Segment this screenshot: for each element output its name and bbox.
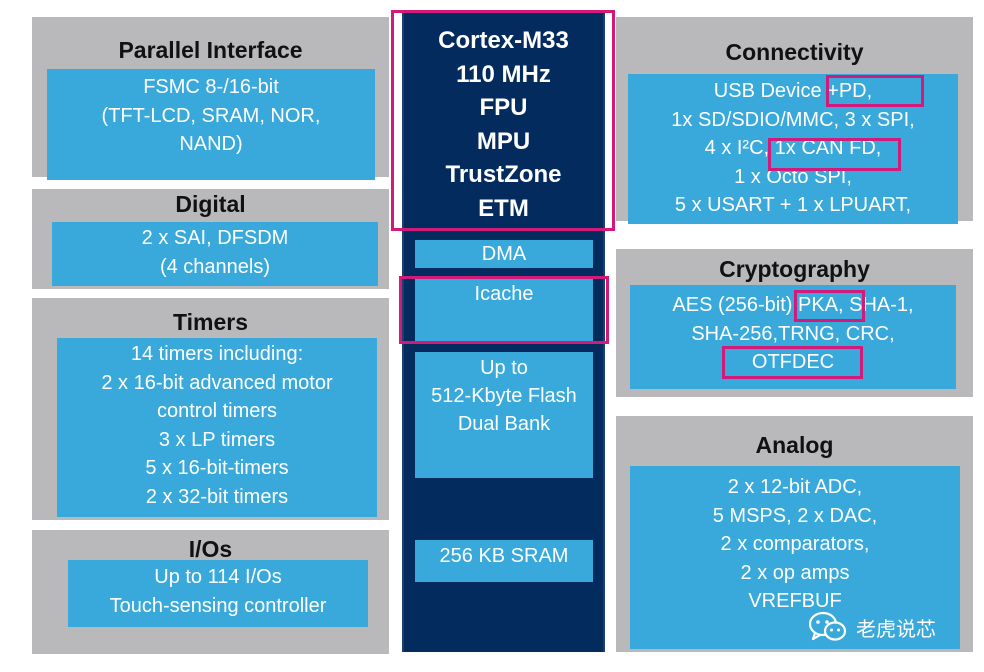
- flash-line: 512-Kbyte Flash: [431, 385, 577, 407]
- analog-block: 2 x 12-bit ADC, 5 MSPS, 2 x DAC, 2 x com…: [630, 466, 960, 649]
- parallel-interface-block: FSMC 8-/16-bit (TFT-LCD, SRAM, NOR, NAND…: [47, 69, 375, 180]
- dma-block: DMA: [415, 240, 593, 268]
- timers-line: 2 x 16-bit advanced motor: [101, 371, 333, 394]
- cryptography-line: SHA-256,TRNG, CRC,: [691, 322, 895, 345]
- wechat-watermark: 老虎说芯: [808, 610, 936, 644]
- highlight-core-box: [391, 10, 615, 231]
- highlight-can-fd-box: [768, 138, 901, 171]
- ios-line: Up to 114 I/Os: [154, 566, 282, 588]
- connectivity-line: 5 x USART + 1 x LPUART,: [674, 194, 912, 216]
- cryptography-block: AES (256-bit) PKA, SHA-1, SHA-256,TRNG, …: [630, 285, 956, 389]
- cryptography-line: OTFDEC: [751, 351, 835, 373]
- ios-block: Up to 114 I/Os Touch-sensing controller: [68, 560, 368, 627]
- icache-block: Icache: [415, 278, 593, 344]
- parallel-interface-title: Parallel Interface: [118, 37, 303, 63]
- highlight-usb-pd-box: [826, 75, 924, 107]
- connectivity-panel: Connectivity USB Device +PD, 1x SD/SDIO/…: [616, 17, 973, 224]
- digital-block: 2 x SAI, DFSDM (4 channels): [52, 222, 378, 286]
- cortex-core-specs: Cortex-M33 110 MHz FPU MPU TrustZone ETM: [404, 24, 603, 225]
- cryptography-title: Cryptography: [719, 256, 870, 282]
- core-spec-cpu: Cortex-M33: [438, 27, 569, 54]
- core-spec-trustzone: TrustZone: [445, 161, 562, 188]
- timers-line: 5 x 16-bit-timers: [145, 457, 289, 479]
- analog-line: 2 x 12-bit ADC,: [727, 476, 863, 498]
- connectivity-line: 1 x Octo SPI,: [734, 165, 852, 188]
- wechat-account-name: 老虎说芯: [856, 618, 936, 641]
- ios-panel: I/Os Up to 114 I/Os Touch-sensing contro…: [32, 530, 389, 654]
- digital-line: (4 channels): [159, 255, 271, 278]
- timers-block: 14 timers including: 2 x 16-bit advanced…: [57, 338, 377, 517]
- parallel-interface-line: FSMC 8-/16-bit: [143, 76, 279, 98]
- timers-line: 14 timers including:: [130, 343, 304, 365]
- parallel-interface-panel: Parallel Interface FSMC 8-/16-bit (TFT-L…: [32, 17, 389, 180]
- timers-line: 3 x LP timers: [158, 428, 276, 451]
- connectivity-title: Connectivity: [725, 39, 864, 65]
- flash-line: Up to: [480, 357, 528, 379]
- parallel-interface-line: (TFT-LCD, SRAM, NOR,: [101, 104, 321, 127]
- parallel-interface-line: NAND): [179, 133, 243, 155]
- analog-line: 2 x comparators,: [720, 533, 870, 555]
- timers-panel: Timers 14 timers including: 2 x 16-bit a…: [32, 298, 389, 520]
- ios-line: Touch-sensing controller: [109, 594, 327, 617]
- core-spec-etm: ETM: [478, 194, 529, 222]
- sram-block: 256 KB SRAM: [415, 540, 593, 582]
- analog-panel: Analog 2 x 12-bit ADC, 5 MSPS, 2 x DAC, …: [616, 416, 973, 652]
- analog-line: 5 MSPS, 2 x DAC,: [712, 504, 878, 527]
- connectivity-line: USB Device +PD,: [713, 80, 873, 102]
- connectivity-block: USB Device +PD, 1x SD/SDIO/MMC, 3 x SPI,…: [628, 74, 958, 224]
- timers-title: Timers: [172, 309, 248, 335]
- core-spec-mpu: MPU: [476, 127, 531, 155]
- analog-title: Analog: [755, 432, 834, 458]
- wechat-icon: [808, 610, 848, 644]
- cryptography-panel: Cryptography AES (256-bit) PKA, SHA-1, S…: [616, 249, 973, 397]
- highlight-icache-box: [399, 276, 609, 344]
- analog-line: VREFBUF: [748, 590, 842, 612]
- flash-block: Up to 512-Kbyte Flash Dual Bank: [415, 352, 593, 478]
- core-spec-frequency: 110 MHz: [456, 60, 551, 88]
- cryptography-line: AES (256-bit) PKA, SHA-1,: [672, 294, 914, 316]
- timers-line: 2 x 32-bit timers: [145, 485, 289, 508]
- core-spec-fpu: FPU: [479, 94, 528, 121]
- timers-line: control timers: [156, 400, 278, 422]
- digital-title: Digital: [175, 191, 246, 217]
- flash-line: Dual Bank: [457, 413, 551, 435]
- cortex-core-column: Cortex-M33 110 MHz FPU MPU TrustZone ETM…: [402, 12, 605, 652]
- ios-title: I/Os: [188, 536, 233, 562]
- digital-line: 2 x SAI, DFSDM: [141, 227, 289, 249]
- connectivity-line: 4 x I²C, 1x CAN FD,: [704, 137, 882, 159]
- highlight-otfdec-box: [722, 346, 863, 379]
- highlight-pka-box: [794, 290, 865, 322]
- analog-line: 2 x op amps: [740, 561, 850, 584]
- digital-panel: Digital 2 x SAI, DFSDM (4 channels): [32, 189, 389, 289]
- connectivity-line: 1x SD/SDIO/MMC, 3 x SPI,: [671, 108, 915, 131]
